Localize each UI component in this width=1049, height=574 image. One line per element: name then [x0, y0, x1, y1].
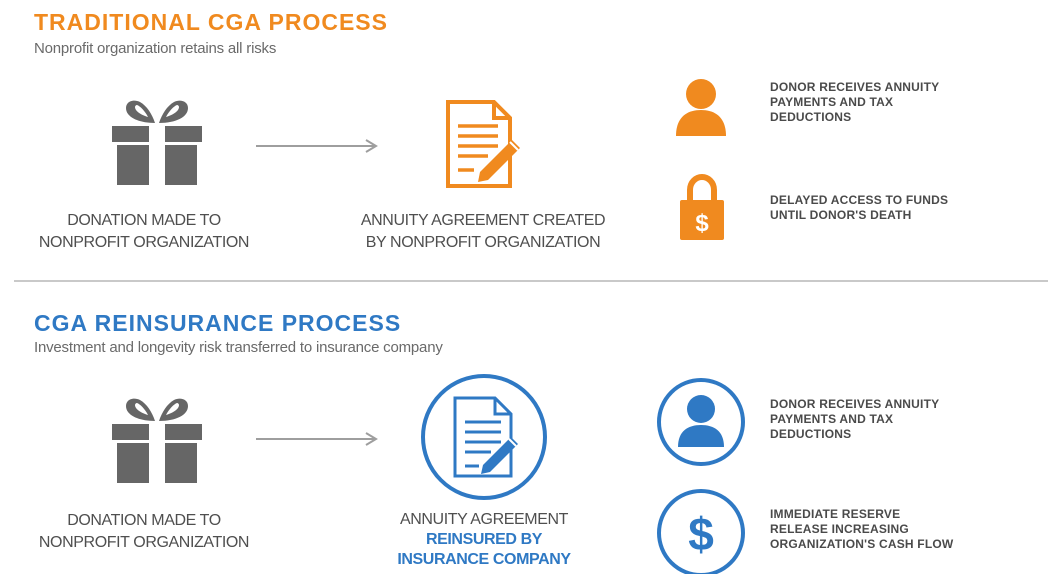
circled-document-icon	[419, 372, 549, 502]
donation-caption: DONATION MADE TO NONPROFIT ORGANIZATION	[14, 510, 274, 554]
donation-caption-line-1: DONATION MADE TO	[67, 512, 221, 529]
outcome-line: ORGANIZATION'S CASH FLOW	[770, 537, 954, 551]
outcome-line: DONOR RECEIVES ANNUITY	[770, 80, 940, 94]
agreement-caption-highlight-line-2: INSURANCE COMPANY	[397, 551, 571, 568]
traditional-subtitle: Nonprofit organization retains all risks	[34, 40, 277, 57]
traditional-title: TRADITIONAL CGA PROCESS	[34, 9, 388, 35]
outcome-line: DONOR RECEIVES ANNUITY	[770, 397, 940, 411]
padlock-dollar-icon: $	[680, 173, 724, 240]
outcome-line: DELAYED ACCESS TO FUNDS	[770, 193, 949, 207]
outcome-line: DEDUCTIONS	[770, 110, 852, 124]
section-divider	[14, 280, 1048, 282]
agreement-caption: ANNUITY AGREEMENT REINSURED BY INSURANCE…	[344, 510, 624, 570]
reinsurance-title: CGA REINSURANCE PROCESS	[34, 310, 402, 336]
circled-person-icon	[656, 377, 746, 467]
donation-caption-line-2: NONPROFIT ORGANIZATION	[38, 234, 250, 251]
outcome-line: IMMEDIATE RESERVE	[770, 507, 901, 521]
outcome-text: DONOR RECEIVES ANNUITY PAYMENTS AND TAX …	[770, 397, 1049, 442]
donation-caption-line-2: NONPROFIT ORGANIZATION	[38, 534, 250, 551]
agreement-caption: ANNUITY AGREEMENT CREATED BY NONPROFIT O…	[333, 210, 633, 254]
outcome-text: DONOR RECEIVES ANNUITY PAYMENTS AND TAX …	[770, 80, 1049, 125]
agreement-caption-line-2: BY NONPROFIT ORGANIZATION	[365, 234, 601, 251]
arrow-icon	[256, 432, 380, 446]
agreement-caption-line-1: ANNUITY AGREEMENT	[399, 511, 569, 528]
circled-dollar-icon: $	[656, 488, 746, 574]
outcome-line: PAYMENTS AND TAX	[770, 95, 894, 109]
outcome-line: UNTIL DONOR'S DEATH	[770, 208, 912, 222]
gift-icon	[108, 99, 206, 185]
gift-icon	[108, 397, 206, 483]
outcome-line: DEDUCTIONS	[770, 427, 852, 441]
outcome-line: RELEASE INCREASING	[770, 522, 909, 536]
agreement-caption-highlight-line-1: REINSURED BY	[425, 531, 543, 548]
document-pen-icon	[444, 98, 524, 190]
arrow-icon	[256, 139, 380, 153]
agreement-caption-line-1: ANNUITY AGREEMENT CREATED	[360, 212, 606, 229]
outcome-text: DELAYED ACCESS TO FUNDS UNTIL DONOR'S DE…	[770, 193, 1049, 223]
outcome-text: IMMEDIATE RESERVE RELEASE INCREASING ORG…	[770, 507, 1049, 552]
person-icon	[676, 78, 726, 136]
svg-text:$: $	[688, 508, 714, 560]
donation-caption: DONATION MADE TO NONPROFIT ORGANIZATION	[14, 210, 274, 254]
reinsurance-subtitle: Investment and longevity risk transferre…	[34, 339, 443, 356]
donation-caption-line-1: DONATION MADE TO	[67, 212, 221, 229]
svg-text:$: $	[695, 210, 709, 237]
outcome-line: PAYMENTS AND TAX	[770, 412, 894, 426]
